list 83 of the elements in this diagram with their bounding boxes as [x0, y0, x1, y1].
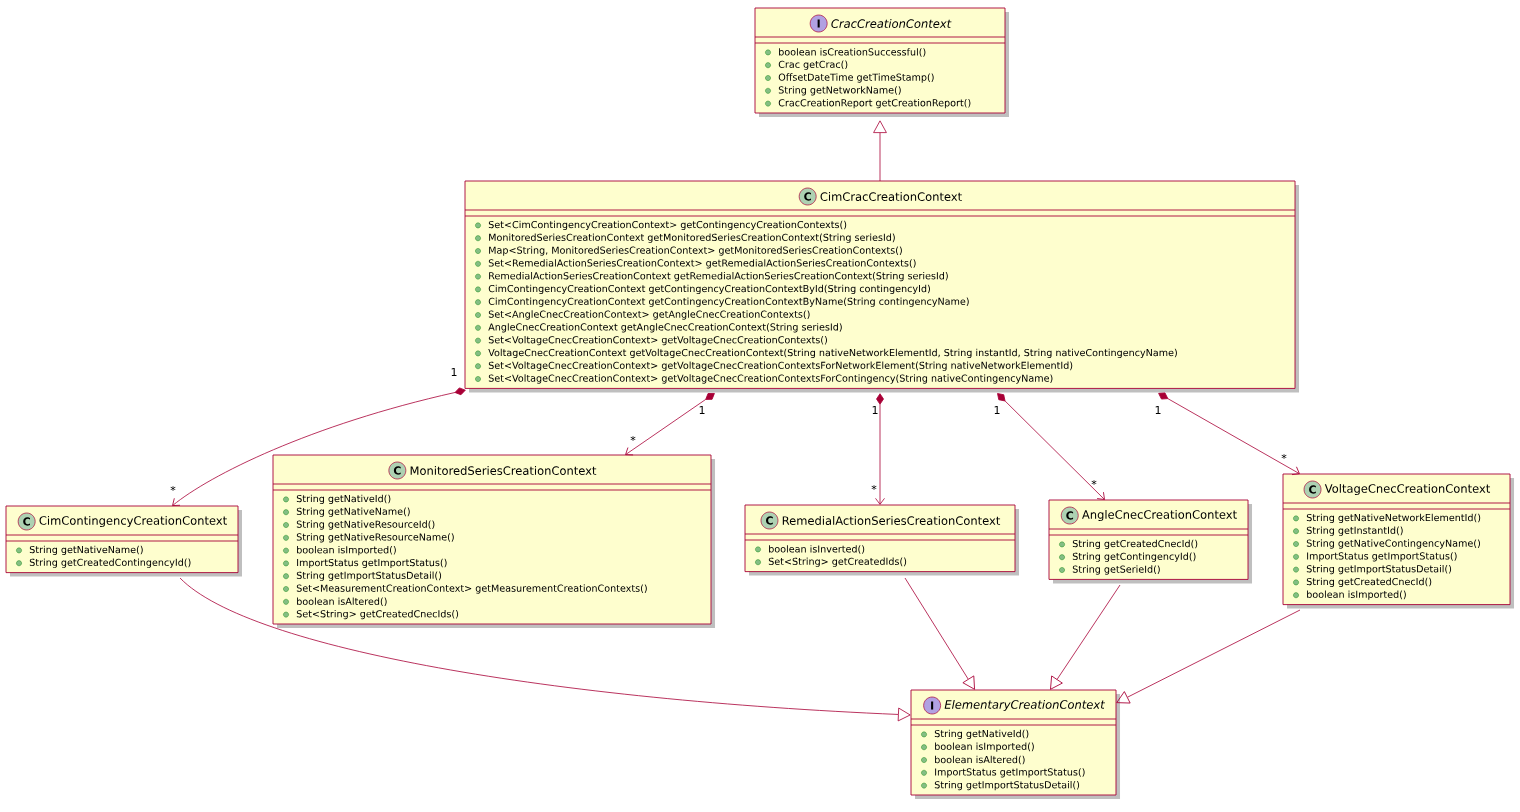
node-label: Crac getCrac() [778, 60, 848, 70]
node-label: AngleCnecCreationContext [1082, 509, 1237, 522]
class-box [464, 180, 1299, 393]
node-label: RemedialActionSeriesCreationContext [782, 516, 1001, 525]
node-label: boolean isImported() [935, 742, 1034, 752]
node-label: String getNativeName() [296, 507, 410, 517]
connector-arrow [875, 393, 885, 505]
multiplicity-label: 1 [451, 368, 457, 376]
connector-arrow [179, 577, 911, 722]
node-label: boolean isCreationSuccessful() [779, 48, 926, 57]
node-label: CimContingencyCreationContext [39, 515, 227, 528]
multiplicity-label: 1 [699, 406, 705, 414]
class-box [754, 7, 1009, 117]
connector-arrow [1158, 392, 1300, 475]
multiplicity-label: * [630, 435, 636, 441]
node-label: AngleCnecCreationContext getAngleCnecCreationContext(String seriesId) [488, 323, 842, 333]
class-box [1282, 473, 1514, 609]
node-label: String getNativeId() [934, 729, 1029, 740]
node-label: boolean isAltered() [297, 597, 387, 607]
multiplicity-label: * [1281, 453, 1287, 459]
node-label: CracCreationContext [831, 19, 952, 28]
connector-arrow [873, 120, 887, 182]
node-label: boolean isImported() [1307, 590, 1406, 600]
node-label: Set<CimContingencyCreationContext> getContingencyCreationContexts() [488, 220, 847, 231]
node-label: boolean isInverted() [769, 545, 865, 554]
node-label: ImportStatus getImportStatus() [297, 558, 447, 569]
multiplicity-label: 1 [994, 406, 1000, 414]
node-label: CimContingencyCreationContext getContingencyCreationContextByName(String contingencyName) [488, 297, 969, 307]
node-label: String getCreatedCnecId() [1072, 539, 1198, 550]
multiplicity-label: * [871, 484, 877, 490]
connector-arrow [1116, 609, 1301, 704]
node-label: ImportStatus getImportStatus() [1307, 552, 1457, 562]
connector-arrow [625, 393, 715, 456]
node-label: Map<String, MonitoredSeriesCreationContext> getMonitoredSeriesCreationContexts() [489, 246, 902, 256]
node-label: VoltageCnecCreationContext getVoltageCnecCreationContext(String nativeNetworkElementId, String instantId, String nativeContingencyName) [488, 348, 1177, 359]
node-label: MonitoredSeriesCreationContext [410, 466, 597, 475]
node-label: VoltageCnecCreationContext [1324, 483, 1491, 496]
node-label: Set<String> getCreatedIds() [768, 557, 907, 567]
class-box [1048, 499, 1252, 584]
node-label: String getInstantId() [1306, 526, 1403, 536]
multiplicity-label: 1 [872, 406, 878, 414]
node-label: ElementaryCreationContext [944, 699, 1106, 712]
node-label: OffsetDateTime getTimeStamp() [778, 73, 934, 83]
node-label: String getCreatedCnecId() [1306, 577, 1432, 588]
node-label: String getNetworkName() [778, 86, 901, 96]
node-label: RemedialActionSeriesCreationContext getRemedialActionSeriesCreationContext(String seriesId) [489, 271, 948, 282]
node-label: String getCreatedContingencyId() [29, 558, 191, 568]
node-label: Set<String> getCreatedCnecIds() [296, 609, 459, 620]
multiplicity-label: * [1091, 479, 1097, 485]
node-label: Set<VoltageCnecCreationContext> getVoltageCnecCreationContextsForContingency(String nativeContingencyName) [488, 374, 1053, 384]
node-label: boolean isAltered() [935, 755, 1025, 765]
node-label: String getNativeName() [29, 545, 143, 556]
node-label: String getNativeNetworkElementId() [1306, 513, 1481, 524]
node-label: String getImportStatusDetail() [1306, 564, 1452, 575]
multiplicity-label: 1 [1155, 406, 1161, 414]
connector-arrow [997, 393, 1105, 500]
multiplicity-label: * [170, 485, 176, 491]
node-label: Set<MeasurementCreationContext> getMeasurementCreationContexts() [296, 584, 647, 594]
node-label: String getContingencyId() [1072, 552, 1196, 562]
class-box [744, 504, 1019, 576]
node-label: Set<VoltageCnecCreationContext> getVoltageCnecCreationContexts() [488, 335, 827, 346]
node-label: String getImportStatusDetail() [934, 780, 1080, 791]
class-box [5, 505, 242, 577]
node-label: String getSerieId() [1072, 565, 1160, 575]
node-label: String getNativeId() [296, 494, 391, 505]
node-label: Set<RemedialActionSeriesCreationContext> getRemedialActionSeriesCreationContexts() [488, 259, 916, 269]
node-label: String getNativeResourceName() [296, 533, 454, 543]
node-label: boolean isImported() [297, 545, 396, 556]
node-label: String getNativeResourceId() [296, 520, 435, 530]
node-label: CimContingencyCreationContext getContingencyCreationContextById(String contingencyId) [488, 284, 930, 295]
node-label: MonitoredSeriesCreationContext getMonitoredSeriesCreationContext(String seriesId) [489, 233, 895, 243]
connector-arrow [172, 387, 466, 506]
node-label: CimCracCreationContext [820, 192, 962, 201]
connector-arrow [904, 577, 975, 690]
node-label: Set<AngleCnecCreationContext> getAngleCnecCreationContexts() [488, 310, 810, 320]
class-box [272, 454, 715, 628]
node-label: ImportStatus getImportStatus() [935, 768, 1085, 778]
node-label: CracCreationReport getCreationReport() [778, 98, 971, 109]
node-label: String getNativeContingencyName() [1306, 539, 1480, 549]
node-label: String getImportStatusDetail() [296, 571, 442, 581]
connector-arrow [1050, 584, 1121, 690]
class-box [910, 689, 1120, 799]
node-label: Set<VoltageCnecCreationContext> getVoltageCnecCreationContextsForNetworkElement(String nativeNetworkElementId) [488, 361, 1073, 371]
